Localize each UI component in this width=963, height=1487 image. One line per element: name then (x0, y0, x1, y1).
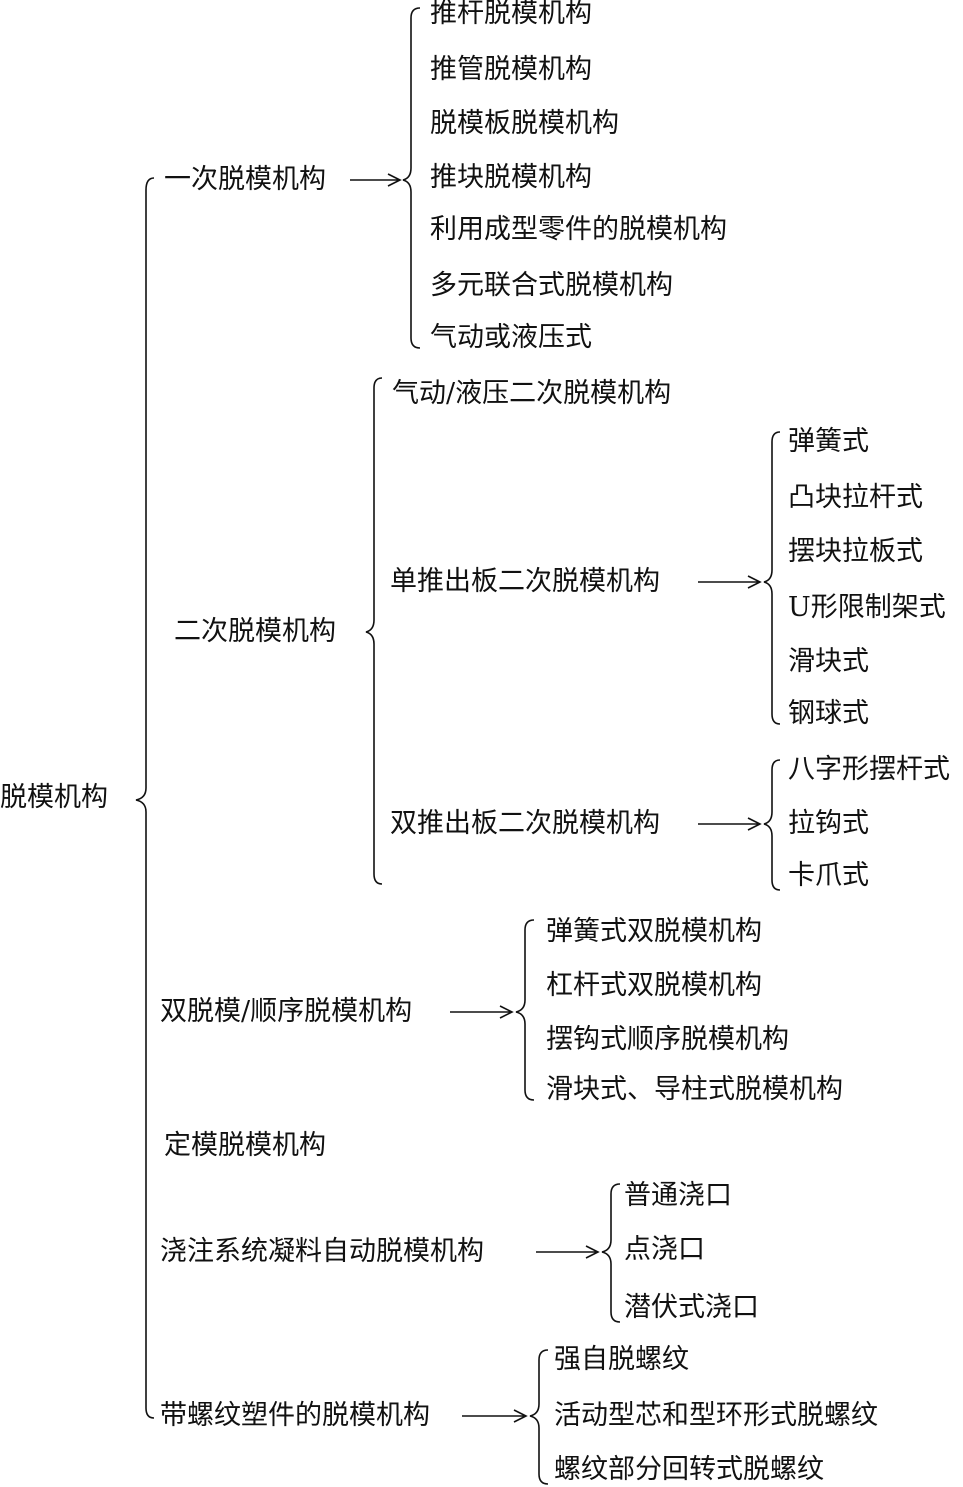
double-plate-arrow (698, 817, 762, 831)
thread-brace (529, 1349, 549, 1485)
root-brace (135, 177, 155, 1419)
leaf-forming-parts: 利用成型零件的脱模机构 (430, 214, 727, 245)
leaf-swing-hook-sequential: 摆钩式顺序脱模机构 (546, 1024, 789, 1055)
thread-arrow (462, 1409, 528, 1423)
leaf-spring-dual: 弹簧式双脱模机构 (546, 916, 762, 947)
leaf-slider-guide-pillar: 滑块式、导柱式脱模机构 (546, 1074, 843, 1105)
leaf-steel-ball: 钢球式 (788, 698, 869, 729)
leaf-submarine-gate: 潜伏式浇口 (624, 1292, 759, 1323)
primary-brace (402, 7, 421, 349)
node-threaded-parts: 带螺纹塑件的脱模机构 (160, 1400, 430, 1431)
leaf-push-tube: 推管脱模机构 (430, 54, 592, 85)
leaf-slider-type: 滑块式 (788, 646, 869, 677)
root-node: 脱模机构 (0, 782, 108, 813)
single-plate-brace (763, 431, 781, 725)
single-plate-arrow (698, 575, 762, 589)
gate-brace (601, 1183, 621, 1323)
leaf-movable-core-ring: 活动型芯和型环形式脱螺纹 (554, 1400, 878, 1431)
dual-ejection-arrow (450, 1005, 514, 1019)
leaf-u-limit-frame: U形限制架式 (788, 592, 946, 623)
leaf-rotating-unscrewing: 螺纹部分回转式脱螺纹 (554, 1454, 824, 1485)
leaf-push-block: 推块脱模机构 (430, 162, 592, 193)
dual-ejection-brace (515, 919, 535, 1101)
secondary-brace (365, 377, 383, 885)
node-dual-sequential: 双脱模/顺序脱模机构 (160, 996, 413, 1027)
leaf-swing-block: 摆块拉板式 (788, 536, 923, 567)
node-gate-runner: 浇注系统凝料自动脱模机构 (160, 1236, 484, 1267)
leaf-eight-shaped-swing: 八字形摆杆式 (788, 754, 950, 785)
leaf-spring-type: 弹簧式 (788, 426, 869, 457)
leaf-pin-gate: 点浇口 (624, 1234, 705, 1265)
primary-arrow (350, 173, 402, 187)
leaf-multi-combined: 多元联合式脱模机构 (430, 270, 673, 301)
node-secondary-ejection: 二次脱模机构 (174, 616, 336, 647)
node-double-plate-secondary: 双推出板二次脱模机构 (390, 808, 660, 839)
leaf-stripper-plate: 脱模板脱模机构 (430, 108, 619, 139)
leaf-cam-pull-rod: 凸块拉杆式 (788, 482, 923, 513)
node-pneumatic-secondary: 气动/液压二次脱模机构 (392, 378, 672, 409)
gate-arrow (536, 1245, 600, 1259)
node-primary-ejection: 一次脱模机构 (164, 164, 326, 195)
node-single-plate-secondary: 单推出板二次脱模机构 (390, 566, 660, 597)
leaf-pneumatic-hydraulic: 气动或液压式 (430, 322, 592, 353)
double-plate-brace (763, 759, 781, 891)
leaf-forced-unscrewing: 强自脱螺纹 (554, 1344, 689, 1375)
leaf-regular-gate: 普通浇口 (624, 1180, 732, 1211)
leaf-claw-type: 卡爪式 (788, 860, 869, 891)
leaf-lever-dual: 杠杆式双脱模机构 (546, 970, 762, 1001)
leaf-push-rod: 推杆脱模机构 (430, 0, 592, 29)
node-fixed-mold: 定模脱模机构 (164, 1130, 326, 1161)
leaf-pull-hook: 拉钩式 (788, 808, 869, 839)
